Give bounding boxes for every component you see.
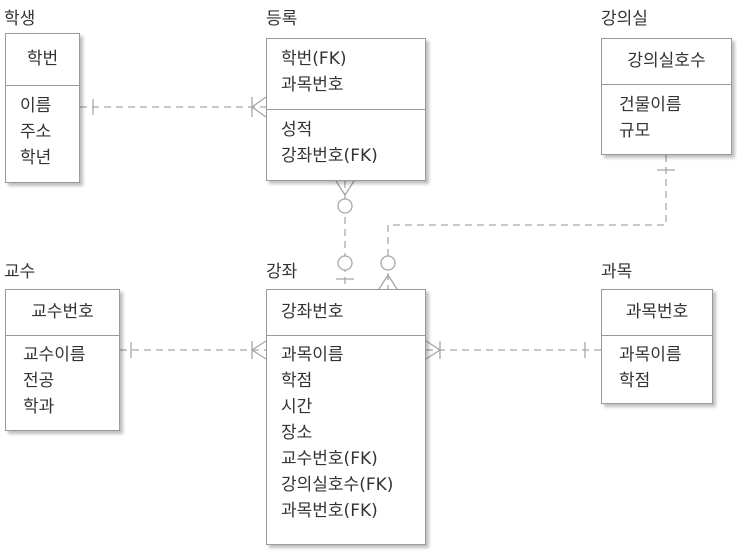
attribute: 주소 xyxy=(20,122,52,142)
entity-subject-keys: 과목번호 xyxy=(602,290,712,336)
attribute: 강좌번호(FK) xyxy=(281,146,378,166)
attribute: 과목이름 xyxy=(619,345,682,365)
attribute: 과목이름 xyxy=(281,345,344,365)
attribute: 이름 xyxy=(20,96,52,116)
entity-title-lectureroom: 강의실 xyxy=(601,9,648,29)
rel-enrollment-course xyxy=(335,180,355,289)
rel-lectureroom-course xyxy=(378,155,675,290)
entity-subject: 과목번호 과목이름 학점 xyxy=(601,289,713,404)
entity-enrollment: 학번(FK) 과목번호 성적 강좌번호(FK) xyxy=(266,38,426,181)
zero-circle xyxy=(337,255,353,271)
key-attribute: 과목번호 xyxy=(625,302,689,322)
entity-lectureroom-keys: 강의실호수 xyxy=(602,39,731,85)
attribute: 학점 xyxy=(281,371,313,391)
rel-course-subject xyxy=(425,340,601,360)
attribute: 학점 xyxy=(619,371,651,391)
zero-circle xyxy=(380,255,396,271)
entity-professor-keys: 교수번호 xyxy=(6,290,119,336)
key-attribute: 학번(FK) xyxy=(281,49,347,69)
entity-lectureroom-attributes: 건물이름 규모 xyxy=(602,85,731,144)
entity-lectureroom: 강의실호수 건물이름 규모 xyxy=(601,38,732,155)
attribute: 교수번호(FK) xyxy=(281,449,378,469)
entity-student-keys: 학번 xyxy=(6,34,79,86)
entity-course: 강좌번호 과목이름 학점 시간 장소 교수번호(FK) 강의실호수(FK) 과목… xyxy=(266,289,426,545)
key-attribute: 강의실호수 xyxy=(627,51,706,71)
crow-foot xyxy=(335,180,355,197)
key-attribute: 과목번호 xyxy=(281,75,344,95)
attribute: 성적 xyxy=(281,120,313,140)
entity-professor: 교수번호 교수이름 전공 학과 xyxy=(5,289,120,431)
crow-foot xyxy=(250,96,267,118)
rel-student-enrollment xyxy=(80,96,267,118)
entity-title-student: 학생 xyxy=(4,9,36,29)
attribute: 학년 xyxy=(20,148,52,168)
entity-student-attributes: 이름 주소 학년 xyxy=(6,86,79,171)
rel-professor-course xyxy=(120,340,267,360)
attribute: 강의실호수(FK) xyxy=(281,475,394,495)
attribute: 규모 xyxy=(619,121,651,141)
attribute: 교수이름 xyxy=(23,345,86,365)
entity-course-attributes: 과목이름 학점 시간 장소 교수번호(FK) 강의실호수(FK) 과목번호(FK… xyxy=(267,336,425,524)
entity-title-enrollment: 등록 xyxy=(266,9,298,29)
entity-student: 학번 이름 주소 학년 xyxy=(5,33,80,183)
crow-foot xyxy=(250,340,267,360)
entity-professor-attributes: 교수이름 전공 학과 xyxy=(6,336,119,420)
entity-enrollment-keys: 학번(FK) 과목번호 xyxy=(267,39,425,110)
crow-foot xyxy=(378,273,398,290)
attribute: 장소 xyxy=(281,423,313,443)
key-attribute: 강좌번호 xyxy=(281,302,344,322)
entity-enrollment-attributes: 성적 강좌번호(FK) xyxy=(267,110,425,169)
attribute: 과목번호(FK) xyxy=(281,501,378,521)
attribute: 건물이름 xyxy=(619,95,682,115)
attribute: 전공 xyxy=(23,371,55,391)
entity-title-professor: 교수 xyxy=(4,262,36,282)
attribute: 학과 xyxy=(23,397,55,417)
key-attribute: 학번 xyxy=(26,49,59,69)
rel-line xyxy=(387,155,667,289)
entity-title-subject: 과목 xyxy=(601,262,633,282)
entity-course-keys: 강좌번호 xyxy=(267,290,425,336)
zero-circle xyxy=(337,198,353,214)
entity-title-course: 강좌 xyxy=(266,262,298,282)
entity-subject-attributes: 과목이름 학점 xyxy=(602,336,712,394)
key-attribute: 교수번호 xyxy=(31,302,94,322)
attribute: 시간 xyxy=(281,397,313,417)
